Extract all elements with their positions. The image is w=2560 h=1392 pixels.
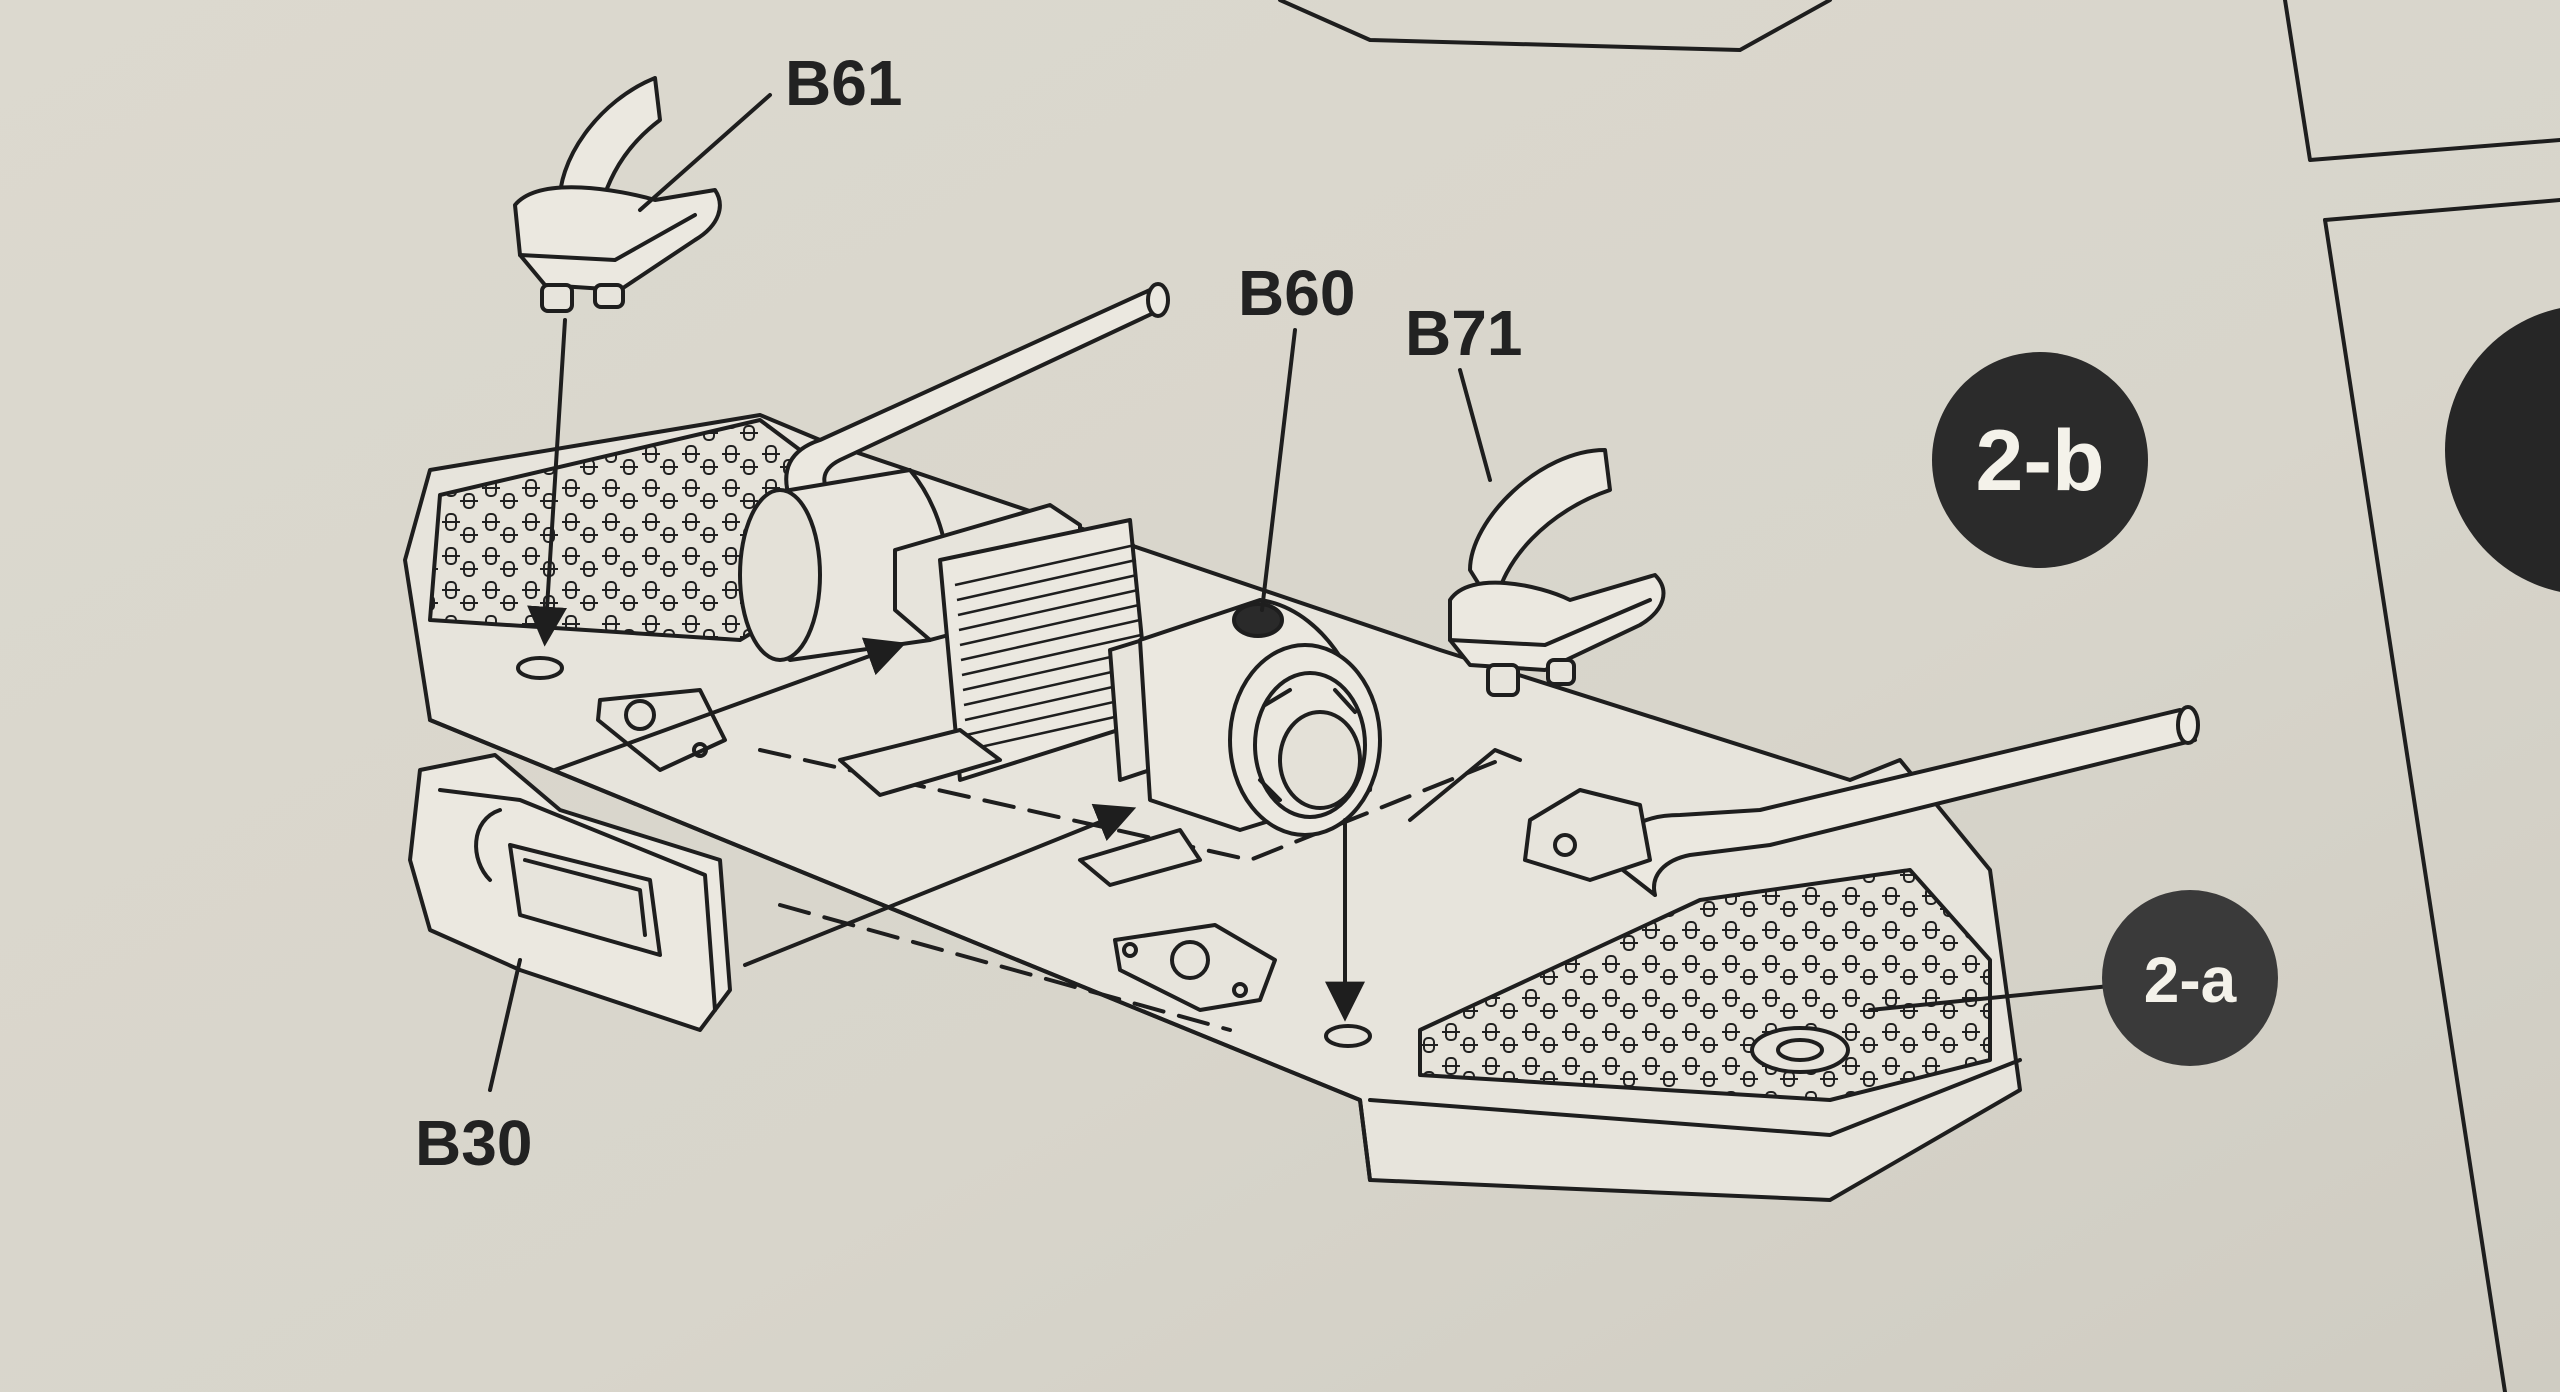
step-badge-2a: 2-a [2102,890,2278,1066]
upper-panel-fragment [1278,0,2560,162]
arrow-b30-lower [743,803,1137,967]
step-badge-2b: 2-b [1932,352,2148,568]
front-grab-bar [1523,705,2200,897]
step-badge-2b-text: 2-b [1976,413,2105,509]
arrow-b30-upper [553,637,907,772]
part-b61 [513,76,722,313]
winch-assembly [738,468,1382,887]
step-badge-2a-text: 2-a [2144,944,2237,1016]
label-b60: B60 [1238,257,1355,329]
right-panel-frame [2323,198,2560,1392]
part-b71 [1448,448,1666,697]
label-b30: B30 [415,1107,532,1179]
leader-lines [488,93,2122,1092]
step-badge-partial [2445,308,2560,592]
label-b61: B61 [785,47,902,119]
label-b71: B71 [1405,297,1522,369]
part-b30 [408,753,732,1032]
b60-knob [1232,602,1284,638]
assembly-arrows [527,318,1365,1022]
arrow-b61-to-base [527,318,568,647]
